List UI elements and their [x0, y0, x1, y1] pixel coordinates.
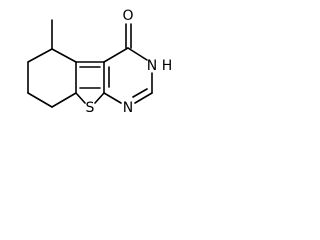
bond-n1-c9a	[103, 92, 122, 104]
hydrogen-nh-label: H	[162, 58, 173, 74]
bond-c2-n1	[134, 92, 153, 104]
bond-c4-nh	[127, 47, 148, 61]
bond-c2-n1-double	[132, 88, 148, 98]
bond-s-c9a	[94, 92, 105, 104]
sulfur-label: S	[86, 100, 95, 116]
bond-c7-c8	[27, 92, 53, 108]
bond-c5-c4a	[51, 48, 77, 63]
bond-c8a-s	[75, 92, 86, 104]
bond-c5-c6	[27, 48, 53, 63]
oxygen-label: O	[122, 8, 133, 24]
chemical-structure: O N H N S	[27, 8, 173, 116]
bond-c4b-c4	[103, 47, 129, 63]
bond-c8-c8a	[51, 92, 77, 108]
nitrogen-ring-label: N	[123, 100, 133, 116]
nitrogen-nh-label: N	[147, 58, 157, 74]
